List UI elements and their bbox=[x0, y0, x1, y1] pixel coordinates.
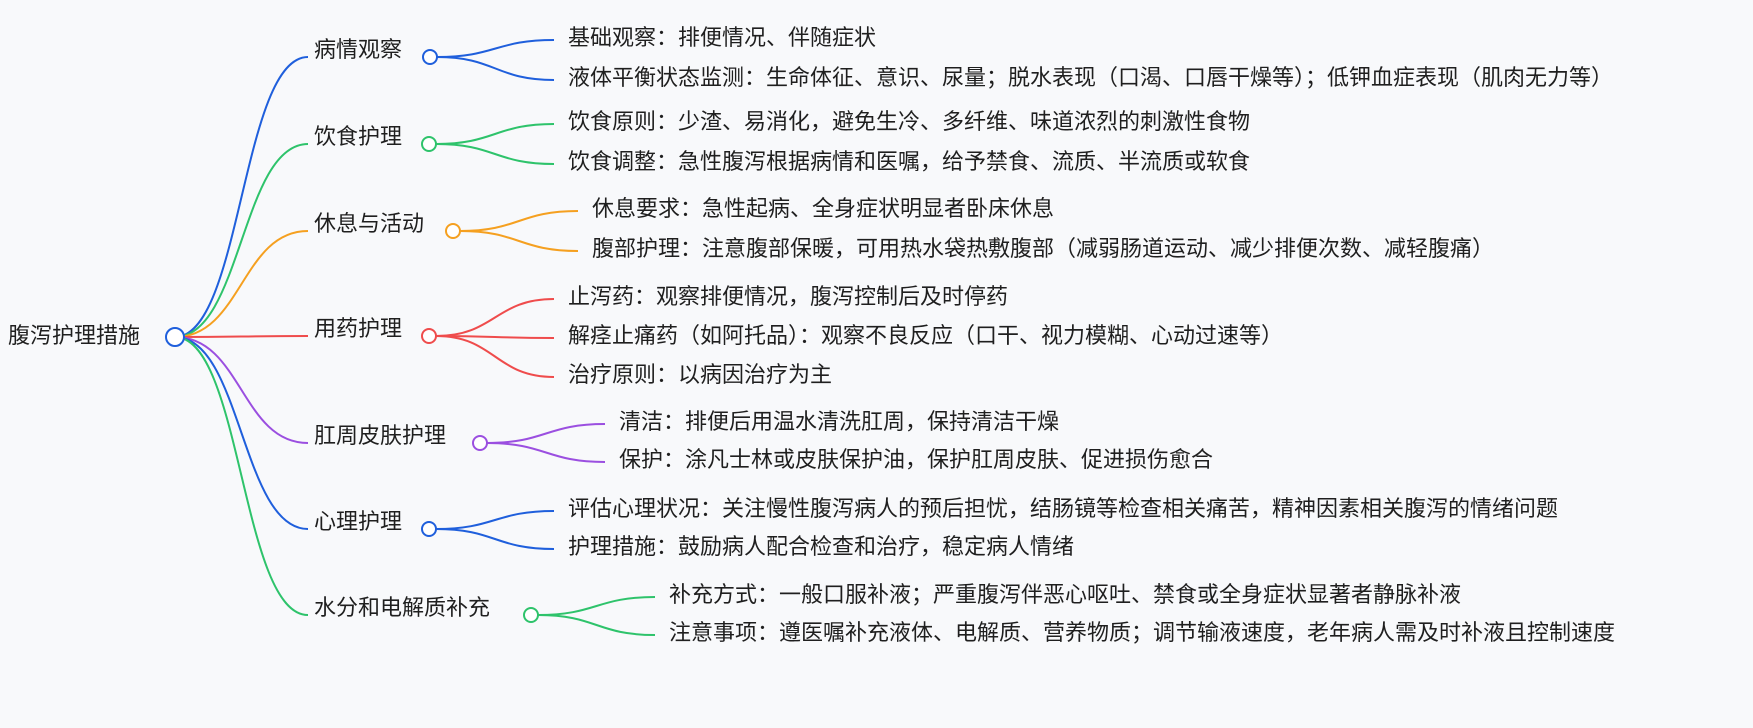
leaf-label[interactable]: 基础观察：排便情况、伴随症状 bbox=[568, 26, 877, 51]
branch-leaf-link bbox=[459, 210, 579, 232]
leaf-label[interactable]: 护理措施：鼓励病人配合检查和治疗，稳定病人情绪 bbox=[568, 535, 1075, 560]
branch-leaf-link bbox=[435, 298, 555, 337]
branch-leaf-link bbox=[435, 510, 555, 530]
branch-label[interactable]: 休息与活动 bbox=[314, 212, 425, 237]
branch-label[interactable]: 心理护理 bbox=[314, 510, 403, 535]
branch-leaf-link bbox=[537, 596, 656, 616]
root-node-circle bbox=[165, 327, 185, 347]
root-branch-link bbox=[174, 56, 309, 338]
branch-leaf-link bbox=[436, 56, 555, 81]
branch-leaf-link bbox=[435, 528, 555, 550]
branch-node-circle bbox=[472, 435, 488, 451]
branch-leaf-link bbox=[486, 423, 606, 444]
leaf-label[interactable]: 腹部护理：注意腹部保暖，可用热水袋热敷腹部（减弱肠道运动、减少排便次数、减轻腹痛… bbox=[592, 237, 1495, 262]
branch-leaf-link bbox=[486, 442, 606, 463]
leaf-label[interactable]: 饮食调整：急性腹泻根据病情和医嘱，给予禁食、流质、半流质或软食 bbox=[568, 150, 1251, 175]
leaf-label[interactable]: 注意事项：遵医嘱补充液体、电解质、营养物质；调节输液速度，老年病人需及时补液且控… bbox=[669, 621, 1616, 646]
branch-label[interactable]: 水分和电解质补充 bbox=[314, 596, 491, 621]
branch-leaf-link bbox=[435, 143, 555, 165]
root-branch-link bbox=[174, 336, 309, 616]
branch-leaf-link bbox=[435, 335, 555, 339]
branch-leaf-link bbox=[537, 614, 656, 636]
root-branch-link bbox=[174, 335, 309, 338]
branch-leaf-link bbox=[435, 123, 555, 145]
root-branch-link bbox=[174, 143, 309, 338]
branch-leaf-link bbox=[435, 335, 555, 378]
leaf-label[interactable]: 评估心理状况：关注慢性腹泻病人的预后担忧，结肠镜等检查相关痛苦，精神因素相关腹泻… bbox=[568, 497, 1559, 522]
root-branch-link bbox=[174, 336, 309, 530]
branch-node-circle bbox=[421, 328, 437, 344]
leaf-label[interactable]: 液体平衡状态监测：生命体征、意识、尿量；脱水表现（口渴、口唇干燥等）；低钾血症表… bbox=[568, 66, 1614, 91]
root-branch-link bbox=[174, 336, 309, 444]
leaf-label[interactable]: 清洁：排便后用温水清洗肛周，保持清洁干燥 bbox=[619, 410, 1060, 435]
branch-node-circle bbox=[523, 607, 539, 623]
branch-leaf-link bbox=[436, 39, 555, 58]
leaf-label[interactable]: 保护：涂凡士林或皮肤保护油，保护肛周皮肤、促进损伤愈合 bbox=[619, 448, 1214, 473]
branch-label[interactable]: 用药护理 bbox=[314, 317, 403, 342]
branch-label[interactable]: 病情观察 bbox=[314, 38, 403, 63]
branch-label[interactable]: 饮食护理 bbox=[314, 125, 403, 150]
leaf-label[interactable]: 止泻药：观察排便情况，腹泻控制后及时停药 bbox=[568, 285, 1009, 310]
branch-label[interactable]: 肛周皮肤护理 bbox=[314, 424, 447, 449]
branch-node-circle bbox=[421, 521, 437, 537]
leaf-label[interactable]: 饮食原则：少渣、易消化，避免生冷、多纤维、味道浓烈的刺激性食物 bbox=[568, 110, 1251, 135]
root-label[interactable]: 腹泻护理措施 bbox=[8, 324, 141, 349]
leaf-label[interactable]: 补充方式：一般口服补液；严重腹泻伴恶心呕吐、禁食或全身症状显著者静脉补液 bbox=[669, 583, 1462, 608]
branch-node-circle bbox=[421, 136, 437, 152]
leaf-label[interactable]: 治疗原则：以病因治疗为主 bbox=[568, 363, 833, 388]
branch-node-circle bbox=[422, 49, 438, 65]
root-branch-link bbox=[174, 230, 309, 338]
leaf-label[interactable]: 解痉止痛药（如阿托品）：观察不良反应（口干、视力模糊、心动过速等） bbox=[568, 324, 1284, 349]
leaf-label[interactable]: 休息要求：急性起病、全身症状明显者卧床休息 bbox=[592, 197, 1055, 222]
branch-leaf-link bbox=[459, 230, 579, 252]
branch-node-circle bbox=[445, 223, 461, 239]
